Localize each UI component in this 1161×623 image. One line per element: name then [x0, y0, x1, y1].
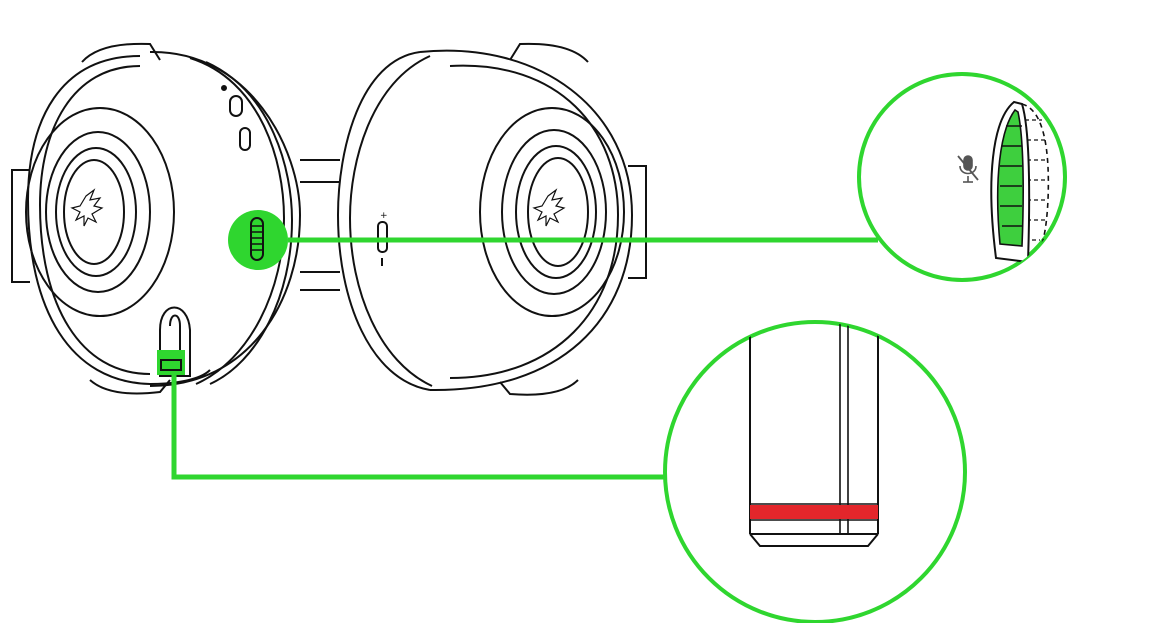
volume-dial: [378, 222, 387, 252]
right-cushion-inner: [450, 66, 618, 378]
mic-led-callout: [665, 320, 965, 622]
left-ring-4: [64, 160, 124, 264]
headband-link-top: [300, 160, 340, 182]
left-logo-icon: [72, 190, 102, 226]
mic-callout-circle: [665, 322, 965, 622]
left-top-bracket: [82, 44, 160, 62]
left-port-dot: [222, 86, 226, 90]
left-port-2: [240, 128, 250, 150]
right-ring-2: [502, 130, 606, 294]
right-cushion-outer: [420, 51, 632, 390]
left-ring-2: [46, 132, 150, 292]
right-logo-icon: [534, 190, 564, 226]
leader-line-mic: [174, 375, 668, 477]
mic-led-band: [750, 505, 878, 519]
right-earcup: +: [300, 44, 646, 395]
right-cup-rim: [350, 56, 432, 386]
left-port-1: [230, 96, 242, 116]
right-bottom-bracket: [500, 380, 578, 395]
right-cup-shell: [338, 52, 430, 390]
right-top-bracket: [510, 44, 588, 62]
left-ring-1: [26, 108, 174, 316]
right-headband-tab: [628, 166, 646, 278]
volume-plus-mark: +: [380, 211, 388, 221]
mute-wheel-callout: [859, 74, 1065, 280]
mute-callout-circle: [859, 74, 1065, 280]
headband-link-bottom: [300, 272, 340, 290]
